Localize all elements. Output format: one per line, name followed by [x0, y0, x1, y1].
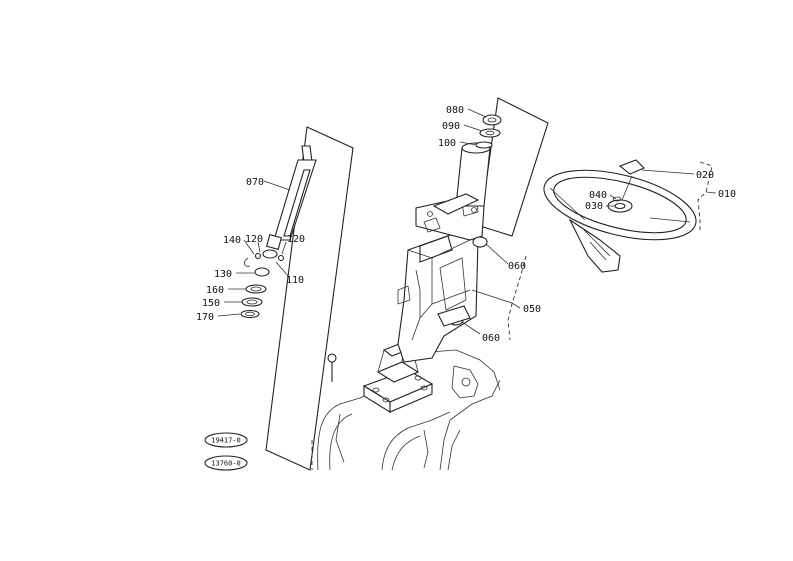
label-070: 070 — [246, 177, 264, 188]
label-120-left: 120 — [245, 234, 263, 245]
label-130: 130 — [214, 269, 232, 280]
label-020: 020 — [696, 170, 714, 181]
reference-badge-1: 19417-0 — [204, 432, 248, 448]
mount-bolt — [327, 353, 337, 382]
steering-column-housing — [397, 142, 491, 363]
nut-080 — [482, 114, 502, 126]
svg-text:19417-0: 19417-0 — [211, 437, 241, 445]
washer-090 — [479, 128, 501, 138]
washer-040 — [612, 196, 622, 202]
label-140: 140 — [223, 235, 241, 246]
transmission-housing — [311, 349, 501, 471]
reference-badge-2: 13760-0 — [204, 455, 248, 471]
horn-cap — [618, 159, 645, 175]
label-040: 040 — [589, 190, 607, 201]
label-160: 160 — [206, 285, 224, 296]
nut-030 — [614, 202, 626, 210]
label-030: 030 — [585, 201, 603, 212]
label-150: 150 — [202, 298, 220, 309]
label-060-lower: 060 — [482, 333, 500, 344]
label-100: 100 — [438, 138, 456, 149]
ring-170 — [240, 309, 260, 319]
ring-150 — [241, 297, 263, 307]
label-060-upper: 060 — [508, 261, 526, 272]
leader-lines — [217, 108, 717, 341]
label-090: 090 — [442, 121, 460, 132]
washer-100 — [475, 141, 493, 149]
label-110: 110 — [286, 275, 304, 286]
svg-text:13760-0: 13760-0 — [211, 460, 241, 468]
exploded-frame-left — [265, 126, 354, 471]
label-010: 010 — [718, 189, 736, 200]
bushing-upper — [472, 236, 488, 248]
top-fastener-stack — [475, 114, 502, 149]
label-080: 080 — [446, 105, 464, 116]
ring-160 — [245, 284, 267, 294]
steering-wheel — [543, 159, 697, 273]
label-050: 050 — [523, 304, 541, 315]
label-120-right: 120 — [287, 234, 305, 245]
steering-shaft — [240, 145, 317, 319]
label-170: 170 — [196, 312, 214, 323]
